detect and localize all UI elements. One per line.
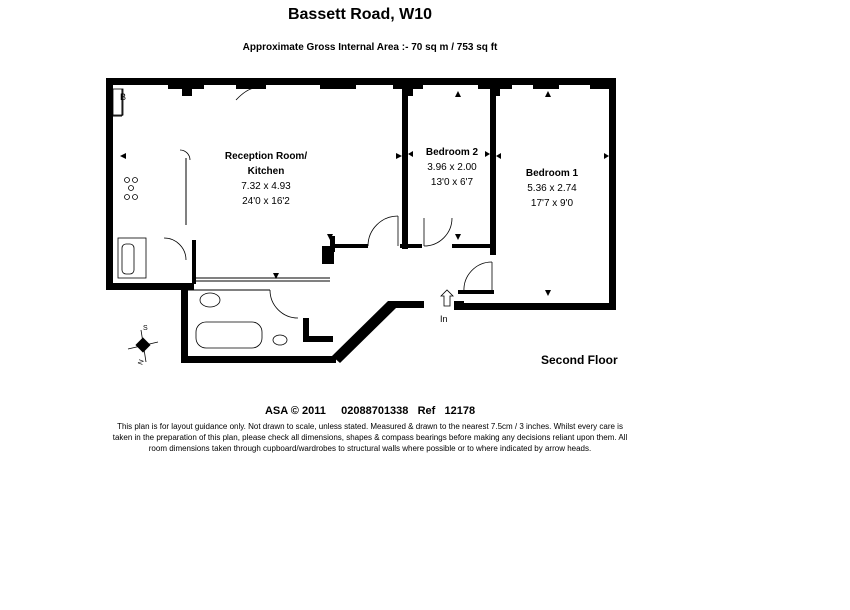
room-name: Bedroom 1 [525,168,579,179]
exterior-walls [106,78,616,363]
kitchen-fixtures [112,88,147,279]
entrance-label: In [440,314,448,324]
room-reception-kitchen: Reception Room/ Kitchen 7.32 x 4.93 24'0… [206,149,326,209]
dimension-arrows [120,91,609,296]
floor-label: Second Floor [541,353,618,367]
footer-disclaimer: This plan is for layout guidance only. N… [112,422,628,453]
thin-lines [113,89,330,291]
interior-walls [192,85,496,294]
door-swings [163,87,493,319]
room-imperial-dimensions: 13'0 x 6'7 [430,177,474,188]
compass-rose-icon: S N [127,325,159,366]
room-name: Bedroom 2 [425,147,479,158]
bathroom-fixtures [195,292,288,349]
gross-area-subtitle: Approximate Gross Internal Area :- 70 sq… [242,42,498,53]
right-wall [609,78,616,310]
entrance-arrow-icon [440,289,454,307]
room-imperial-dimensions: 17'7 x 9'0 [530,198,574,209]
boiler-label: B [120,92,127,102]
top-wall [106,78,616,85]
room-metric-dimensions: 3.96 x 2.00 [427,162,477,173]
compass-north-label: N [137,359,145,366]
left-wall [106,78,113,288]
bedroom1-bottom-wall [458,303,616,310]
room-name-line2: Kitchen [247,166,285,177]
footer-reference: ASA © 2011 02088701338 Ref 12178 [264,405,476,417]
room-bedroom-2: Bedroom 2 3.96 x 2.00 13'0 x 6'7 [412,145,492,190]
room-metric-dimensions: 5.36 x 2.74 [527,183,577,194]
room-bedroom-1: Bedroom 1 5.36 x 2.74 17'7 x 9'0 [512,166,592,211]
room-metric-dimensions: 7.32 x 4.93 [241,181,291,192]
room-name: Reception Room/ [224,151,308,162]
room-imperial-dimensions: 24'0 x 16'2 [242,196,290,207]
compass-south-label: S [143,325,148,332]
plan-title: Bassett Road, W10 [287,6,433,23]
